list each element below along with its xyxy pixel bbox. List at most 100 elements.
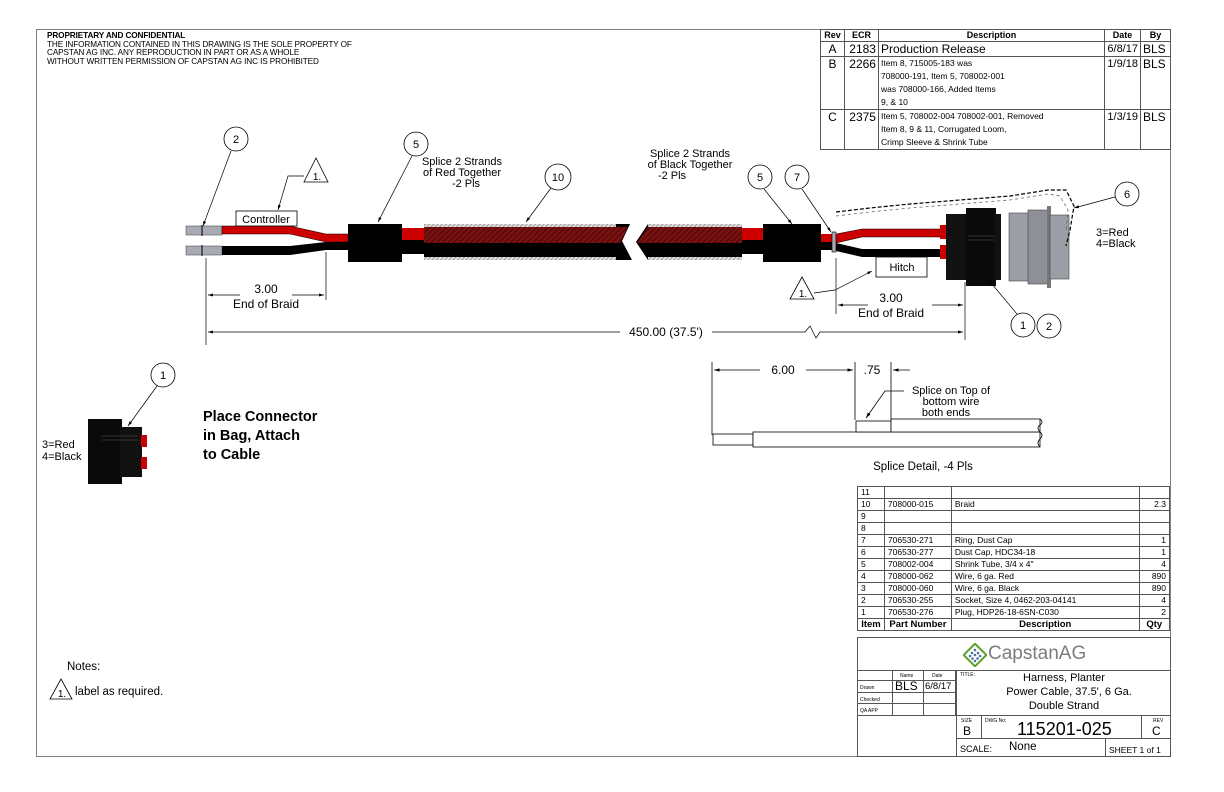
balloon-2-plug: 2 — [1036, 313, 1062, 339]
rev-description-line: Item 5, 708002-004 708002-001, Removed — [880, 111, 1044, 121]
svg-text:7: 7 — [794, 172, 800, 184]
svg-text:Hitch: Hitch — [889, 262, 914, 274]
bom-qty: 2.3 — [1138, 498, 1171, 511]
splice-red-note: Splice 2 Strands of Red Together -2 Pls — [422, 156, 503, 190]
bom-description — [950, 522, 1140, 535]
bom-part-number: 708000-015 — [883, 498, 952, 511]
svg-text:2: 2 — [233, 134, 239, 146]
sheet-number: SHEET 1 of 1 — [1109, 745, 1161, 755]
rev-description-line: Crimp Sleeve & Shrink Tube — [880, 137, 988, 147]
right-braid-dim-value: 3.00 — [879, 291, 903, 305]
bom-row: 9 — [857, 510, 1171, 523]
bag-note-line: Place Connector — [203, 409, 318, 425]
black-wire-segment — [402, 240, 424, 254]
dwg-no-label: DWG No: — [985, 718, 1007, 724]
bom-part-number — [883, 510, 952, 523]
braid-left-section — [424, 224, 632, 260]
bom-row: 11 — [857, 486, 1171, 499]
right-black-wire — [836, 243, 945, 257]
svg-text:3=Red: 3=Red — [1096, 227, 1129, 239]
drawn-label: Drawn — [860, 685, 875, 691]
bom-row: 8 — [857, 522, 1171, 535]
notes-heading: Notes: — [67, 661, 100, 673]
bom-part-number — [883, 522, 952, 535]
bom-item-number: 1 — [857, 606, 885, 619]
confidential-heading: PROPRIETARY AND CONFIDENTIAL — [47, 31, 186, 40]
controller-label: Controller — [235, 210, 298, 227]
bom-qty — [1138, 522, 1171, 535]
balloon-1-bag: 1 — [127, 362, 176, 427]
drawing-frame — [36, 29, 1171, 757]
bom-header-part-number: Part Number — [883, 618, 952, 631]
rev-letter: B — [820, 56, 845, 110]
splice-detail-caption: Splice Detail, -4 Pls — [873, 461, 973, 473]
right-braid-dim-label: End of Braid — [858, 306, 924, 320]
bom-qty: 890 — [1138, 582, 1171, 595]
bom-description: Socket, Size 4, 0462-203-04141 — [950, 594, 1140, 607]
svg-text:of Red Together: of Red Together — [423, 167, 501, 179]
bom-qty: 1 — [1138, 546, 1171, 559]
plug-black-pin — [940, 245, 948, 259]
bom-part-number: 706530-255 — [883, 594, 952, 607]
bom-part-number: 706530-276 — [883, 606, 952, 619]
revision-row: A 2183 Production Release 6/8/17 BLS — [820, 41, 1172, 57]
bom-part-number: 708000-060 — [883, 582, 952, 595]
rev-description: Item 8, 715005-183 was 708000-191, Item … — [877, 56, 1106, 110]
svg-text:1: 1 — [1020, 320, 1026, 332]
overall-length-dim: 450.00 (37.5') — [629, 325, 703, 339]
bag-plug-connector — [88, 419, 147, 484]
hitch-label: Hitch — [875, 256, 928, 278]
rev-by: BLS — [1139, 56, 1172, 110]
bom-description — [950, 486, 1140, 499]
svg-text:1.: 1. — [58, 689, 66, 700]
note-flag-hitch: 1. — [789, 270, 873, 300]
right-red-wire — [835, 228, 946, 244]
bom-description — [950, 510, 1140, 523]
bom-part-number: 706530-277 — [883, 546, 952, 559]
note-item-1: 1. label as required. — [49, 678, 163, 700]
svg-text:-2 Pls: -2 Pls — [452, 178, 481, 190]
dust-cap-chain — [835, 189, 1075, 247]
balloon-2-left: 2 — [202, 126, 249, 227]
dust-cap-ring — [831, 231, 837, 253]
title-line: Double Strand — [1028, 700, 1100, 712]
red-wire-segment — [742, 228, 764, 240]
bom-item-number: 9 — [857, 510, 885, 523]
title-block: CapstanAG Name Date Drawn Checked QA APP… — [857, 637, 1171, 757]
rev-description: Production Release — [877, 41, 1106, 57]
svg-text:1.: 1. — [313, 172, 321, 183]
rev-by: BLS — [1139, 41, 1172, 57]
rev-description-line: Item 8, 715005-183 was — [880, 58, 973, 68]
rev-description-line: 9, & 10 — [880, 97, 908, 107]
svg-text:Controller: Controller — [242, 214, 290, 226]
balloon-5-left: 5 — [377, 131, 429, 223]
revision-row: B 2266 Item 8, 715005-183 was 708000-191… — [820, 56, 1172, 110]
plug-connector — [946, 208, 1001, 286]
drawn-date: 6/8/17 — [925, 681, 952, 692]
bom-description: Dust Cap, HDC34-18 — [950, 546, 1140, 559]
revision-row: C 2375 Item 5, 708002-004 708002-001, Re… — [820, 109, 1172, 150]
svg-text:Splice 2 Strands: Splice 2 Strands — [650, 148, 731, 160]
dust-cap — [1008, 206, 1070, 288]
bom-part-number — [883, 486, 952, 499]
bom-qty — [1138, 510, 1171, 523]
rev-description-line: was 708000-166, Added Items — [880, 84, 996, 94]
svg-text:1.: 1. — [799, 289, 807, 300]
title-line: Harness, Planter — [1023, 672, 1105, 684]
svg-text:5: 5 — [413, 139, 419, 151]
bom-header-qty: Qty — [1138, 618, 1171, 631]
bag-note-line: to Cable — [203, 447, 261, 463]
rev-label: REV — [1153, 718, 1164, 724]
svg-text:6: 6 — [1124, 189, 1130, 201]
confidential-notice: PROPRIETARY AND CONFIDENTIAL THE INFORMA… — [47, 31, 352, 66]
bom-part-number: 708002-004 — [883, 558, 952, 571]
bom-item-number: 8 — [857, 522, 885, 535]
rev-date: 1/3/19 — [1104, 109, 1141, 150]
bom-qty: 1 — [1138, 534, 1171, 547]
balloon-10: 10 — [525, 163, 572, 223]
